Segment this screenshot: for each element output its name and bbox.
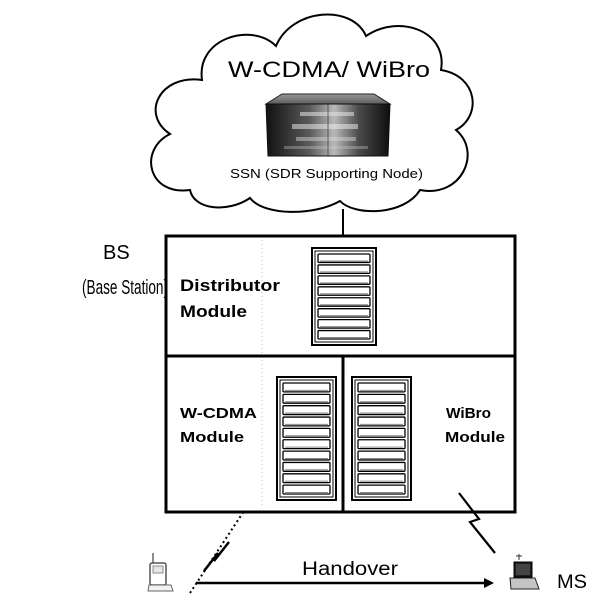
rack-inner-frame bbox=[314, 250, 374, 343]
cloud-title: W-CDMA/ WiBro bbox=[228, 57, 430, 82]
rack-slot bbox=[282, 473, 331, 484]
network-cloud: W-CDMA/ WiBro SSN (SDR Supporting Node) bbox=[150, 13, 474, 213]
rack-slot bbox=[357, 439, 406, 450]
rack-slot bbox=[282, 405, 331, 416]
rack-slot bbox=[357, 484, 406, 495]
rack-slot bbox=[317, 264, 371, 275]
wibro-label-line2: Module bbox=[445, 429, 505, 446]
rack-slot bbox=[317, 297, 371, 307]
rack-slot bbox=[282, 416, 331, 427]
rack-slot bbox=[357, 450, 406, 461]
distributor-label-line2: Module bbox=[180, 302, 247, 321]
rack-slot bbox=[317, 308, 371, 318]
wcdma-rack-icon bbox=[276, 376, 337, 501]
left-wireless-link-icon bbox=[189, 510, 245, 594]
distributor-rack-icon bbox=[311, 247, 377, 346]
rack-slot bbox=[357, 393, 406, 404]
rack-frame bbox=[311, 247, 377, 346]
rack-inner-frame bbox=[354, 379, 409, 498]
handover-arrow-icon bbox=[196, 578, 494, 588]
bs-sublabel: (Base Station) bbox=[82, 277, 168, 299]
rack-slot bbox=[357, 461, 406, 472]
server-label: SSN (SDR Supporting Node) bbox=[230, 166, 423, 181]
rack-slot bbox=[317, 329, 371, 340]
phone-icon bbox=[147, 553, 174, 592]
rack-inner-frame bbox=[279, 379, 334, 498]
rack-slot bbox=[282, 450, 331, 461]
rack-slot bbox=[282, 393, 331, 404]
rack-slot bbox=[282, 439, 331, 450]
wcdma-label-line2: Module bbox=[180, 429, 244, 446]
laptop-icon bbox=[509, 554, 540, 590]
rack-slot bbox=[317, 318, 371, 329]
rack-slot bbox=[282, 382, 331, 393]
wcdma-label-line1: W-CDMA bbox=[180, 405, 257, 422]
rack-slot bbox=[357, 405, 406, 416]
distributor-label-line1: Distributor bbox=[180, 276, 280, 295]
wibro-rack-icon bbox=[351, 376, 412, 501]
handover-label: Handover bbox=[302, 559, 399, 580]
rack-slot bbox=[357, 473, 406, 484]
rack-slot bbox=[357, 382, 406, 393]
rack-slot bbox=[317, 286, 371, 296]
rack-slot bbox=[357, 427, 406, 438]
rack-slot bbox=[357, 416, 406, 427]
ms-label: MS bbox=[557, 572, 587, 593]
rack-slot bbox=[282, 427, 331, 438]
bs-label: BS bbox=[103, 242, 130, 264]
rack-slot bbox=[282, 461, 331, 472]
rack-slot bbox=[317, 275, 371, 285]
rack-slot bbox=[282, 484, 331, 495]
right-wireless-link-icon bbox=[458, 492, 496, 554]
server-icon bbox=[264, 93, 392, 157]
wibro-label-line1: WiBro bbox=[446, 405, 491, 422]
rack-slot bbox=[317, 253, 371, 264]
